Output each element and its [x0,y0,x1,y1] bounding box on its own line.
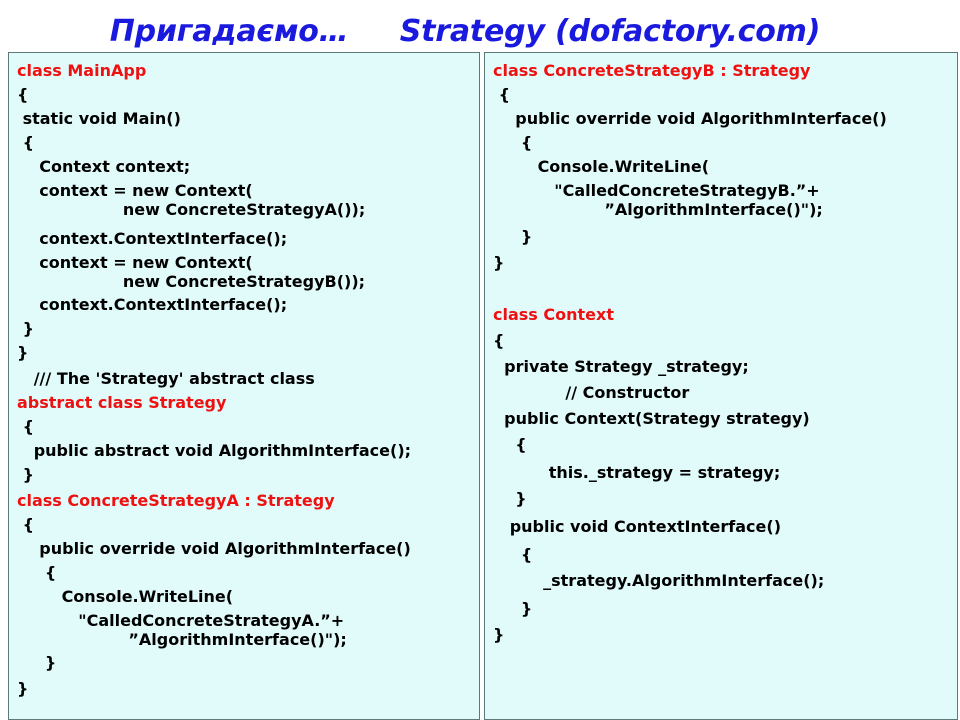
right-code-line: public override void AlgorithmInterface(… [493,109,887,128]
right-code-line: this._strategy = strategy; [493,463,781,482]
right-code-line: class ConcreteStrategyB : Strategy [493,61,811,80]
right-code-line: } [493,599,533,618]
right-code-line: } [493,227,533,246]
left-code-line: class MainApp [17,61,147,80]
code-panel-right: class ConcreteStrategyB : Strategy { pub… [484,52,958,720]
left-code-line: context.ContextInterface(); [17,295,288,314]
left-code-line: /// The 'Strategy' abstract class [17,369,315,388]
left-code-line: } [17,343,29,362]
left-code-line: abstract class Strategy [17,393,227,412]
left-code-line: } [17,465,34,484]
left-code-line: { [17,417,34,436]
left-code-line: { [17,563,57,582]
left-code-line: context = new Context( new ConcreteStrat… [39,181,366,219]
right-code-line: Console.WriteLine( [493,157,710,176]
right-code-line: } [493,625,505,644]
left-code-line: } [17,653,57,672]
left-code-line: { [17,133,34,152]
left-code-line: public abstract void AlgorithmInterface(… [17,441,412,460]
left-code-line: context.ContextInterface(); [17,229,288,248]
right-code-line: } [493,489,527,508]
code-panel-left: class MainApp { static void Main() { Cont… [8,52,480,720]
right-code-line: { [493,331,505,350]
right-code-line: public Context(Strategy strategy) [493,409,810,428]
right-code-line: public void ContextInterface() [493,517,782,536]
slide-title: Пригадаємо… Strategy (dofactory.com) [109,14,821,49]
right-code-line: { [493,435,527,454]
left-code-line: Context context; [17,157,191,176]
left-code-line: } [17,679,29,698]
right-code-line: { [493,85,510,104]
left-code-line: { [17,515,34,534]
right-code-line: private Strategy _strategy; [493,357,749,376]
right-code-line: } [493,253,505,272]
right-code-line: class Context [493,305,614,324]
right-code-line: { [493,545,533,564]
right-code-line: { [493,133,533,152]
left-code-line: context = new Context( new ConcreteStrat… [39,253,366,291]
left-code-line: Console.WriteLine( [17,587,234,606]
left-code-line: { [17,85,29,104]
right-code-line: _strategy.AlgorithmInterface(); [493,571,825,590]
right-code-line: // Constructor [493,383,690,402]
left-code-line: public override void AlgorithmInterface(… [17,539,411,558]
left-code-line: } [17,319,34,338]
left-code-line: "CalledConcreteStrategyA.”+ ”AlgorithmIn… [78,611,347,649]
left-code-line: static void Main() [17,109,181,128]
right-code-line: "CalledConcreteStrategyB.”+ ”AlgorithmIn… [554,181,823,219]
left-code-line: class ConcreteStrategyA : Strategy [17,491,335,510]
